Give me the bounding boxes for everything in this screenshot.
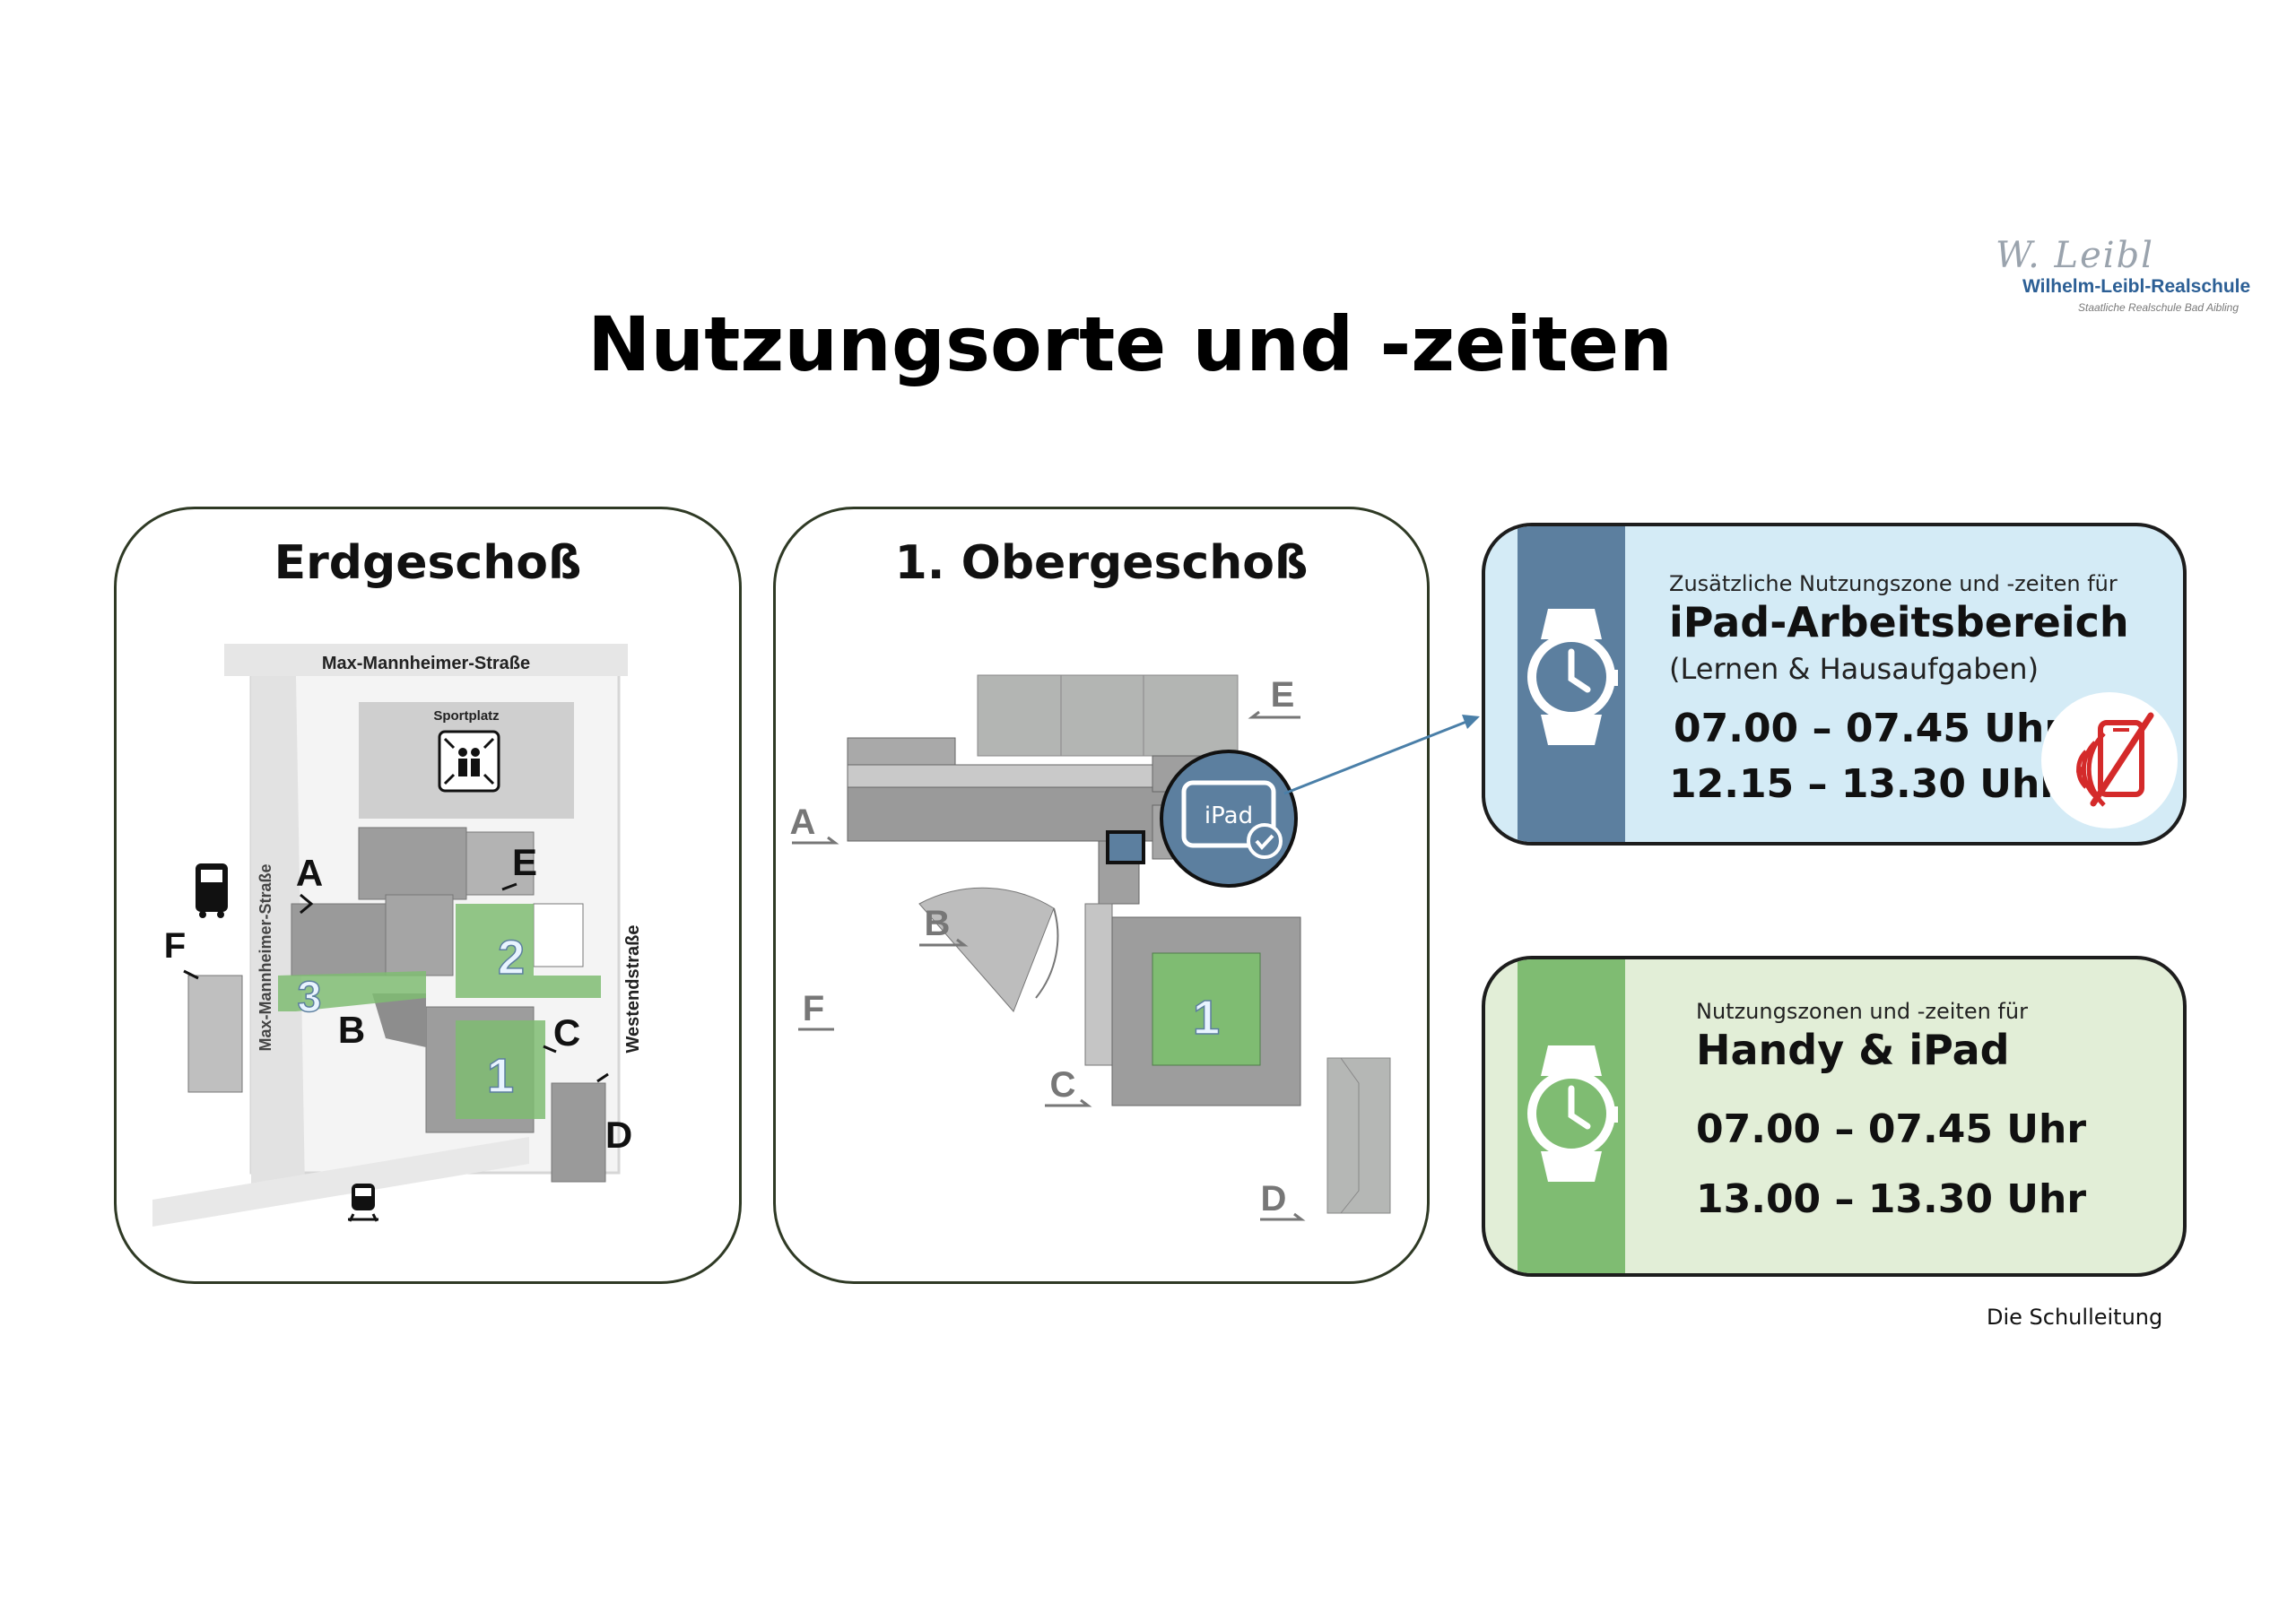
watch-icon xyxy=(1527,1045,1618,1182)
handy-card-band xyxy=(1518,959,1625,1273)
ipad-check-icon: iPad xyxy=(1160,750,1298,888)
ipad-work-area-card: Zusätzliche Nutzungszone und -zeiten für… xyxy=(1482,523,2187,846)
ground-zone-3-area xyxy=(278,971,426,1011)
ipad-work-area xyxy=(1106,830,1145,864)
ground-zone-1: 1 xyxy=(487,1049,514,1103)
street-left-label: Max-Mannheimer-Straße xyxy=(257,863,274,1051)
ground-zone-2: 2 xyxy=(498,931,525,984)
logo-signature: W. Leibl xyxy=(1996,235,2154,276)
handy-time-morning: 07.00 – 07.45 Uhr xyxy=(1696,1106,2087,1152)
ipad-card-heading: iPad-Arbeitsbereich xyxy=(1669,598,2129,646)
street-right-label: Westendstraße xyxy=(623,924,643,1053)
first-entrance-a: A xyxy=(790,802,816,842)
ipad-card-note: (Lernen & Hausaufgaben) xyxy=(1669,652,2039,686)
first-floor-plan: 1 A B C D E F iPad xyxy=(790,674,1391,1221)
first-zone-1: 1 xyxy=(1193,991,1220,1045)
ground-floor-title: Erdgeschoß xyxy=(274,536,582,590)
road-top xyxy=(224,644,628,676)
first-entrance-b: B xyxy=(925,904,951,943)
first-zone-1-area xyxy=(1152,952,1261,1066)
ipad-card-band xyxy=(1518,526,1625,842)
ground-entrance-a: A xyxy=(296,852,323,894)
no-phone-icon-wrap xyxy=(2041,692,2178,828)
ground-zone-1-area xyxy=(456,1020,545,1119)
ground-zone-3: 3 xyxy=(298,974,322,1021)
handy-card-heading: Handy & iPad xyxy=(1696,1026,2010,1074)
ground-entrance-b: B xyxy=(338,1009,365,1051)
ground-entrance-d: D xyxy=(605,1114,632,1156)
logo-subtitle: Staatliche Realschule Bad Aibling xyxy=(2078,301,2239,314)
first-floor-title: 1. Obergeschoß xyxy=(894,536,1309,590)
ground-floor-plan: Max-Mannheimer-Straße Max-Mannheimer-Str… xyxy=(152,644,643,1227)
street-top-label: Max-Mannheimer-Straße xyxy=(322,654,530,673)
no-phone-icon xyxy=(2076,712,2154,807)
ground-entrance-f: F xyxy=(164,926,186,966)
first-entrance-c: C xyxy=(1050,1065,1076,1105)
bus-icon xyxy=(196,863,228,918)
sports-field-label: Sportplatz xyxy=(433,708,499,724)
logo-school-name: Wilhelm-Leibl-Realschule xyxy=(2022,276,2251,297)
train-icon xyxy=(348,1184,378,1222)
handy-card-intro: Nutzungszonen und -zeiten für xyxy=(1696,999,2028,1024)
school-logo: W. Leibl Wilhelm-Leibl-Realschule Staatl… xyxy=(1987,235,2256,323)
road-left xyxy=(251,676,305,1191)
first-floor-panel: 1. Obergeschoß 1 A B C D E F xyxy=(773,507,1430,1284)
ground-entrance-c: C xyxy=(553,1011,580,1054)
watch-icon xyxy=(1527,609,1618,745)
first-entrance-d: D xyxy=(1261,1179,1287,1219)
handy-ipad-card: Nutzungszonen und -zeiten für Handy & iP… xyxy=(1482,956,2187,1277)
page-title: Nutzungsorte und -zeiten xyxy=(587,300,1673,388)
assembly-point-icon xyxy=(438,730,500,793)
ground-entrance-e: E xyxy=(512,841,537,883)
ground-zone-2-area xyxy=(456,904,601,998)
ipad-card-intro: Zusätzliche Nutzungszone und -zeiten für xyxy=(1669,571,2118,596)
ipad-time-morning: 07.00 – 07.45 Uhr xyxy=(1674,706,2065,751)
footer-signature: Die Schulleitung xyxy=(1987,1305,2163,1330)
ipad-badge-label: iPad xyxy=(1205,802,1253,829)
ipad-time-midday: 12.15 – 13.30 Uhr xyxy=(1669,761,2060,807)
ground-floor-panel: Erdgeschoß Max-Mannheimer-Straße Max-Man… xyxy=(114,507,742,1284)
first-entrance-e: E xyxy=(1271,675,1295,715)
handy-time-midday: 13.00 – 13.30 Uhr xyxy=(1696,1176,2087,1222)
first-entrance-f: F xyxy=(803,989,824,1028)
